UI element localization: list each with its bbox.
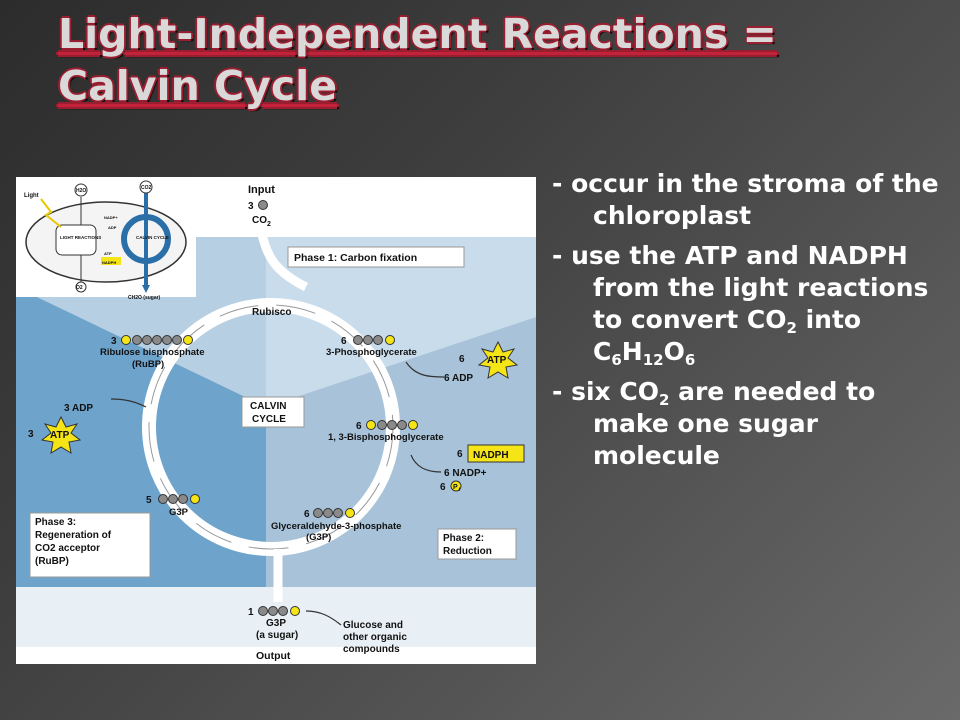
rubp-molecule-icon xyxy=(121,335,193,345)
phase3-box xyxy=(29,512,151,578)
bpg-molecule-icon xyxy=(366,420,418,430)
calvin-cycle-figure: Light H2O CO2 LIGHT REACTIONS CALVIN CYC… xyxy=(16,177,536,664)
rubisco-label: Rubisco xyxy=(252,307,291,318)
nadp-arrow xyxy=(410,454,442,473)
bpg-count: 6 xyxy=(356,421,362,432)
phase2-line2: Reduction xyxy=(443,546,492,557)
phase3-line2: Regeneration of xyxy=(35,530,112,541)
rubp-name-line2: (RuBP) xyxy=(132,359,164,370)
calvin-cycle-diagram: Light H2O CO2 LIGHT REACTIONS CALVIN CYC… xyxy=(16,177,536,662)
bullet3-pre: - six CO xyxy=(552,377,659,406)
bpg-name: 1, 3-Bisphosphoglycerate xyxy=(328,432,444,443)
atp3-star-icon xyxy=(40,415,82,454)
pi-label: Pi xyxy=(453,484,461,493)
bullet2-mid3: O xyxy=(663,337,685,366)
out-count: 1 xyxy=(248,607,254,618)
glucose-arrow xyxy=(305,610,342,626)
input-count: 3 xyxy=(248,201,254,212)
bullet-atp-nadph: - use the ATP and NADPH from the light r… xyxy=(552,240,952,368)
phase1-label: Phase 1: Carbon fixation xyxy=(294,252,417,264)
adp3-label: 3 ADP xyxy=(64,403,93,414)
bullet3-sub1: 2 xyxy=(658,391,670,409)
out-g3p: G3P xyxy=(266,618,286,629)
g3p5-name: G3P xyxy=(169,507,189,518)
pga-molecule-icon xyxy=(353,335,395,345)
glucose-line2: other organic xyxy=(343,632,407,643)
inset-sugar: CH2O (sugar) xyxy=(128,295,161,301)
pga-count: 6 xyxy=(341,336,347,347)
phase1-region xyxy=(266,237,536,407)
calvin-cycle-center-box xyxy=(241,396,305,428)
input-label: Input xyxy=(248,184,275,196)
bullet-stroma: - occur in the stroma of the chloroplast xyxy=(552,168,952,232)
nadph-count: 6 xyxy=(457,449,463,460)
co2-molecule-icon xyxy=(258,200,268,210)
out-g3p-molecule-icon xyxy=(258,606,300,616)
nadp-out: 6 NADP+ xyxy=(444,468,487,479)
inset-calvin-cycle: CALVIN CYCLE xyxy=(136,235,169,240)
atp-in-count: 6 xyxy=(459,354,465,365)
inset-atp: ATP xyxy=(104,251,112,256)
g3p-count: 6 xyxy=(304,509,310,520)
inset-o2: O2 xyxy=(76,285,83,291)
inset-h2o: H2O xyxy=(76,188,86,194)
g3p5-molecule-icon xyxy=(158,494,200,504)
out-sugar: (a sugar) xyxy=(256,630,298,641)
bullet2-sub3: 12 xyxy=(642,351,664,369)
nadph-box xyxy=(467,444,525,463)
title-line-1: Light-Independent Reactions = xyxy=(58,10,777,58)
bullet2-sub4: 6 xyxy=(684,351,696,369)
phase1-box xyxy=(287,246,465,268)
phase3-line4: (RuBP) xyxy=(35,556,69,567)
g3p-name-line2: (G3P) xyxy=(306,532,331,543)
g3p5-count: 5 xyxy=(146,495,152,506)
adp3-arrow xyxy=(110,398,147,408)
atp-label: ATP xyxy=(487,355,507,366)
phase3-line3: CO2 acceptor xyxy=(35,543,100,554)
input-arrow xyxy=(256,228,309,292)
adp-arrow xyxy=(405,361,445,378)
bullet-six-co2: - six CO2 are needed to make one sugar m… xyxy=(552,376,952,472)
inset-adp: ADP xyxy=(108,225,117,230)
bullet2-sub2: 6 xyxy=(611,351,622,369)
phase3-line1: Phase 3: xyxy=(35,517,76,528)
inset-light-reactions: LIGHT REACTIONS xyxy=(60,235,101,240)
rubp-name-line1: Ribulose bisphosphate xyxy=(100,347,205,358)
inset-chloroplast: Light H2O CO2 LIGHT REACTIONS CALVIN CYC… xyxy=(16,177,196,301)
inset-nadp: NADP+ xyxy=(104,215,118,220)
atp3-label: ATP xyxy=(50,430,70,441)
g3p-name-line1: Glyceraldehyde-3-phosphate xyxy=(271,521,401,532)
atp3-count: 3 xyxy=(28,429,34,440)
bullet3-post: are needed to make one sugar molecule xyxy=(593,377,876,470)
glucose-line3: compounds xyxy=(343,644,400,655)
input-co2: CO2 xyxy=(252,215,271,228)
center-line1: CALVIN xyxy=(250,401,286,412)
slide-title: Light-Independent Reactions = Calvin Cyc… xyxy=(58,8,918,112)
g3p-molecule-icon xyxy=(313,508,355,518)
phase2-region xyxy=(266,317,536,587)
pi-icon xyxy=(450,480,462,492)
inset-light: Light xyxy=(24,193,39,199)
inset-nadph: NADPH xyxy=(102,260,116,265)
nadph-label: NADPH xyxy=(473,450,509,461)
rubp-count: 3 xyxy=(111,336,117,347)
pi-count: 6 xyxy=(440,482,446,493)
atp-star-icon xyxy=(477,340,519,379)
center-line2: CYCLE xyxy=(252,414,286,425)
output-label: Output xyxy=(256,650,291,662)
pga-name: 3-Phosphoglycerate xyxy=(326,347,417,358)
phase2-box xyxy=(437,528,517,560)
title-line-2: Calvin Cycle xyxy=(58,62,338,110)
bullet2-pre: - use the ATP and NADPH from the light r… xyxy=(552,241,929,334)
bullet-stroma-text: - occur in the stroma of the chloroplast xyxy=(552,169,939,230)
phase3-region xyxy=(16,287,266,587)
bullet-list: - occur in the stroma of the chloroplast… xyxy=(552,168,952,480)
inset-co2: CO2 xyxy=(141,185,152,191)
glucose-line1: Glucose and xyxy=(343,620,403,631)
bullet2-mid2: H xyxy=(621,337,643,366)
phase2-line1: Phase 2: xyxy=(443,533,484,544)
adp-out: 6 ADP xyxy=(444,373,473,384)
bullet2-mid: into C xyxy=(593,305,862,366)
bullet2-sub1: 2 xyxy=(786,319,797,337)
